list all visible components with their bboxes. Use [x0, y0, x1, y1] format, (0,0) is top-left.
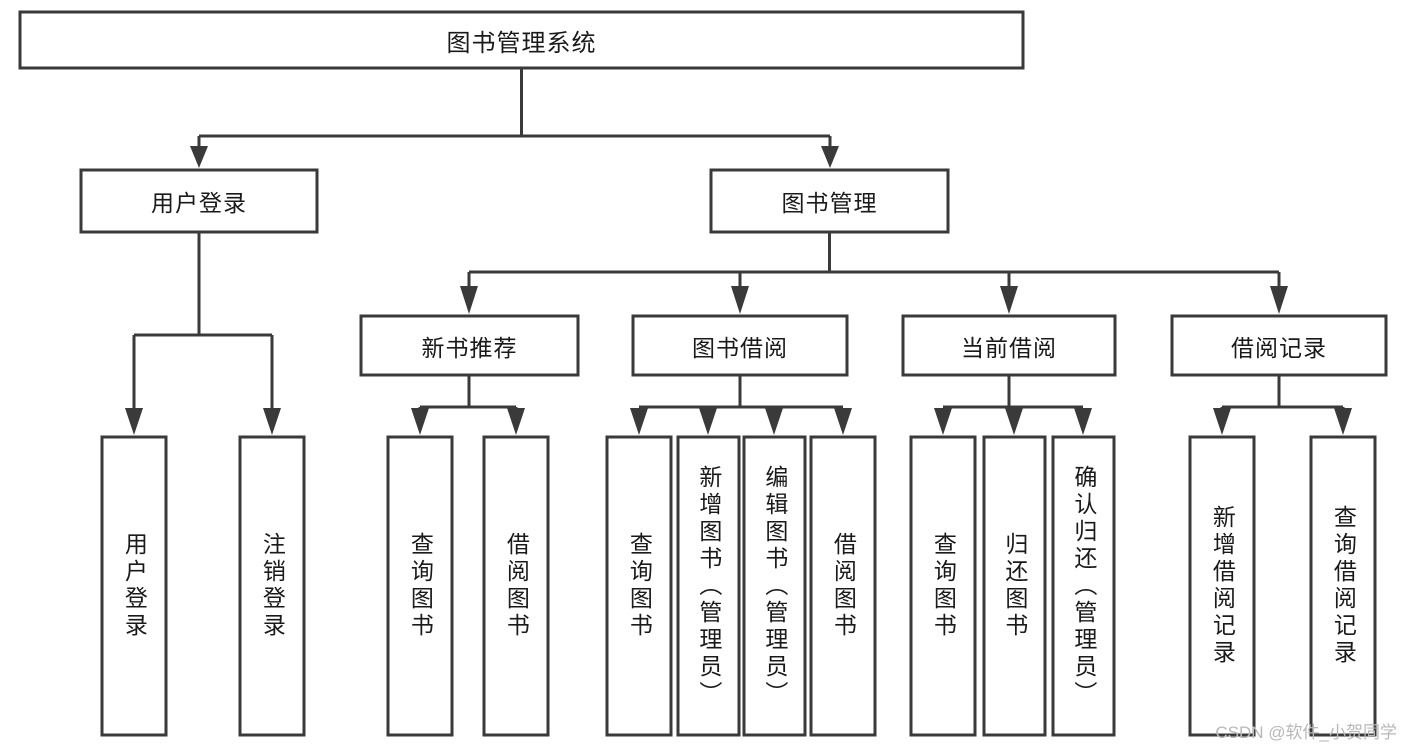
node-box-leaf-return-book[interactable]: [982, 435, 1047, 737]
node-box-book-borrow[interactable]: [631, 314, 849, 377]
arrowhead-leaf-borrow-book: [834, 408, 852, 435]
connector-group-new-book-recommend: [411, 375, 525, 435]
arrowhead-book-borrow: [731, 286, 749, 314]
arrowhead-user-login: [190, 146, 208, 168]
node-box-book-management[interactable]: [709, 168, 950, 234]
arrowhead-leaf-confirm-return-admin: [1074, 408, 1092, 435]
node-box-leaf-user-login[interactable]: [100, 435, 168, 737]
arrowhead-leaf-edit-book-admin: [765, 408, 783, 435]
connector-group-book-mgmt: [460, 232, 1288, 314]
arrowhead-new-book-recommend: [460, 286, 478, 314]
connector-group-borrow-record: [1213, 375, 1352, 435]
node-box-root[interactable]: [18, 10, 1025, 70]
node-box-user-login[interactable]: [79, 168, 319, 234]
node-box-leaf-edit-book-admin[interactable]: [742, 435, 807, 737]
connector-group-root: [190, 68, 839, 168]
connector-group-user-login: [125, 232, 281, 435]
node-box-layer: [18, 10, 1388, 737]
connector-group-book-borrow: [630, 375, 852, 435]
node-box-leaf-query-borrow-record[interactable]: [1309, 435, 1377, 737]
node-box-leaf-logout-login[interactable]: [238, 435, 306, 737]
arrowhead-leaf-query-book-current: [934, 408, 952, 435]
arrowhead-leaf-logout: [263, 408, 281, 435]
node-box-leaf-query-book-recommend[interactable]: [386, 435, 454, 737]
node-box-leaf-borrow-book-recommend[interactable]: [482, 435, 550, 737]
arrowhead-book-mgmt: [821, 146, 839, 168]
node-box-leaf-query-book-borrow[interactable]: [605, 435, 673, 737]
connector-group-current-borrow: [934, 375, 1092, 435]
arrowhead-leaf-user-login: [125, 408, 143, 435]
arrowhead-leaf-query-borrow-record: [1334, 408, 1352, 435]
arrowhead-borrow-record: [1270, 286, 1288, 314]
node-box-leaf-borrow-book[interactable]: [809, 435, 877, 737]
arrowhead-leaf-query-book-borrow: [630, 408, 648, 435]
node-box-leaf-add-borrow-record[interactable]: [1188, 435, 1256, 737]
arrowhead-leaf-add-book-admin: [699, 408, 717, 435]
node-box-leaf-query-book-current[interactable]: [909, 435, 977, 737]
arrowhead-current-borrow: [1000, 286, 1018, 314]
arrowhead-leaf-add-borrow-record: [1213, 408, 1231, 435]
node-box-leaf-confirm-return-admin[interactable]: [1051, 435, 1116, 737]
arrowhead-leaf-return-book: [1005, 408, 1023, 435]
node-box-leaf-add-book-admin[interactable]: [676, 435, 741, 737]
node-box-current-borrow[interactable]: [901, 314, 1117, 377]
node-box-borrow-record[interactable]: [1170, 314, 1388, 377]
node-box-new-book-recommend[interactable]: [359, 314, 580, 377]
arrowhead-leaf-query-book-recommend: [411, 408, 429, 435]
arrowhead-leaf-borrow-book-recommend: [507, 408, 525, 435]
